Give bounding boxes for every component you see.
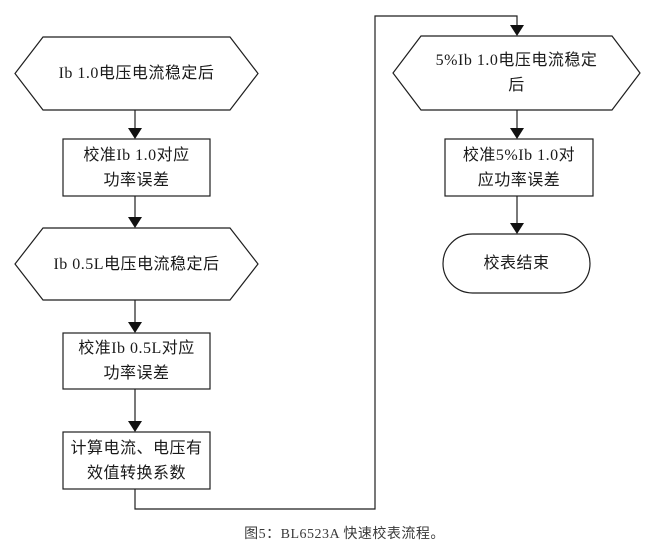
hexagon-shape-ib10: [14, 36, 259, 111]
hexagon-shape-ib05l: [14, 227, 259, 301]
figure-caption: 图5：BL6523A 快速校表流程。: [244, 527, 445, 542]
arrowhead-down-icon: [128, 217, 142, 228]
arrowhead-down-icon: [510, 25, 524, 36]
rect-shape-cal-ib10: [62, 138, 211, 197]
arrowhead-down-icon: [510, 128, 524, 139]
rect-shape-cal-5ib10: [444, 138, 594, 197]
loopback-connector-line: [134, 15, 518, 510]
hexagon-shape-5ib10: [392, 35, 641, 111]
arrowhead-down-icon: [510, 223, 524, 234]
rect-shape-calc-rms: [62, 431, 211, 490]
terminator-shape-end: [442, 233, 591, 294]
arrowhead-down-icon: [128, 128, 142, 139]
rect-shape-cal-ib05l: [62, 332, 211, 390]
arrowhead-down-icon: [128, 421, 142, 432]
arrowhead-down-icon: [128, 322, 142, 333]
